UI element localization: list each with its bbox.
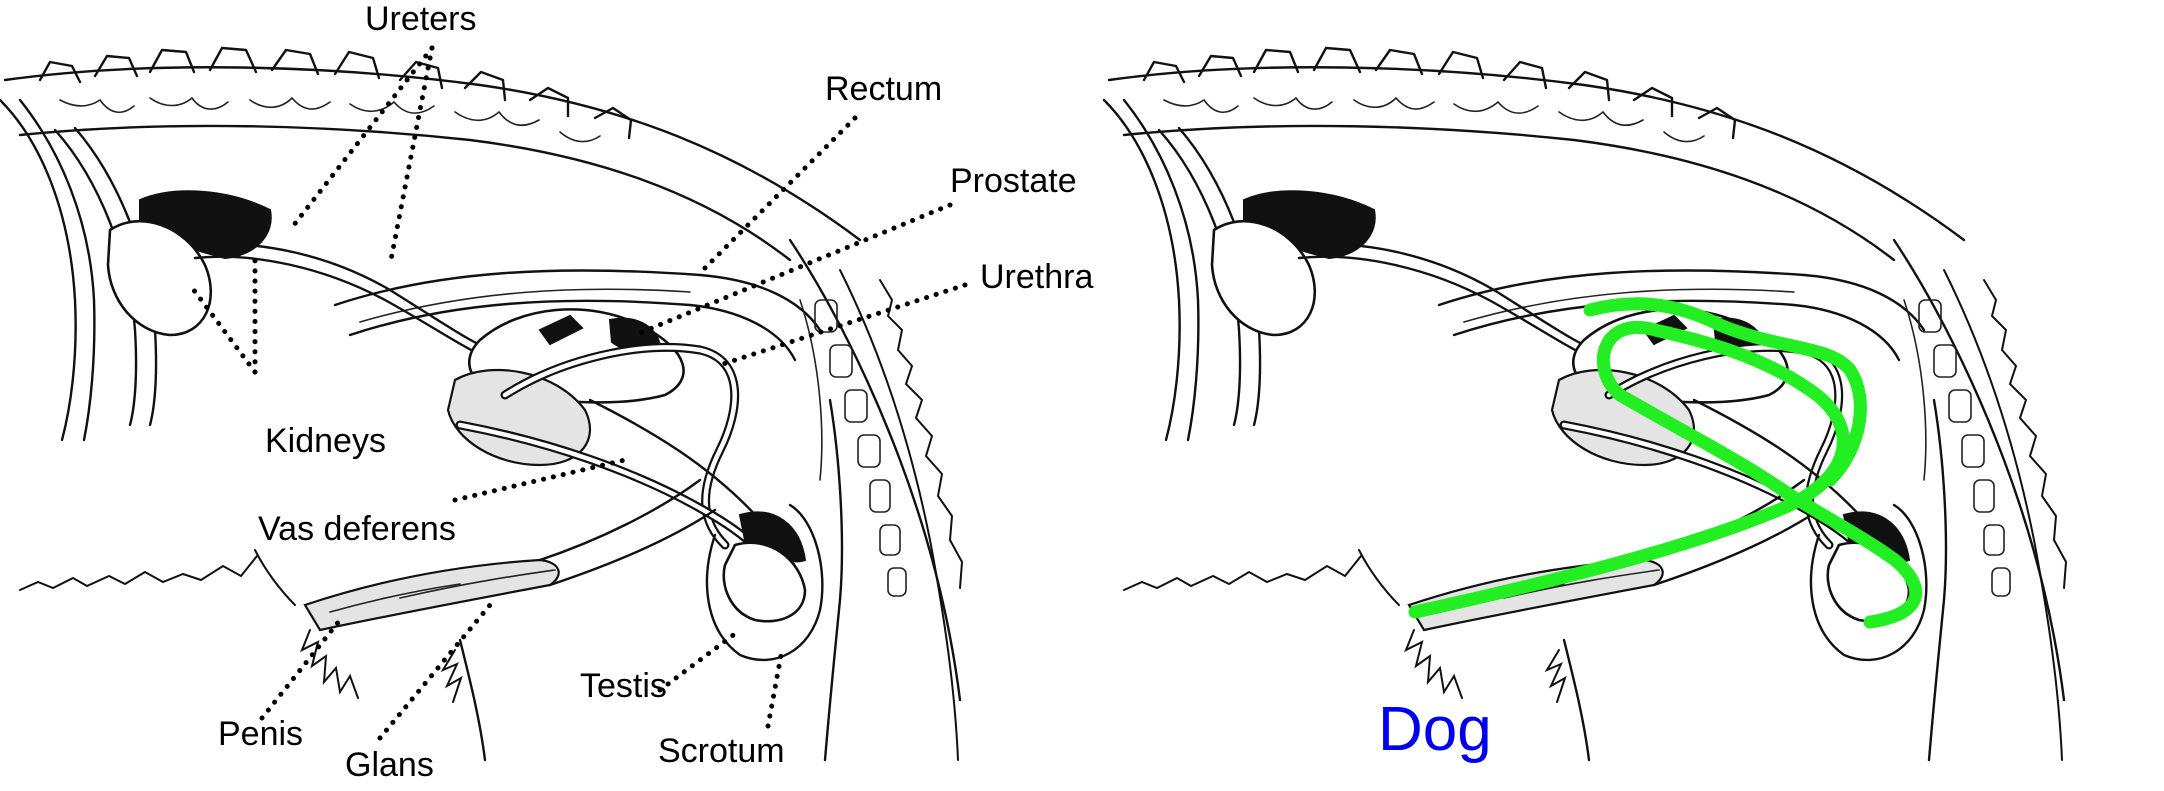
label-urethra: Urethra bbox=[980, 258, 1093, 296]
leader-rectum bbox=[702, 115, 858, 271]
labelled-diagram-panel: Ureters Rectum Prostate Urethra Kidneys … bbox=[0, 0, 1093, 784]
label-kidneys: Kidneys bbox=[265, 422, 386, 460]
label-vas-deferens: Vas deferens bbox=[258, 510, 456, 548]
leader-kidneys-1 bbox=[187, 282, 258, 375]
right-anatomy-drawing bbox=[1104, 48, 2066, 760]
leader-prostate bbox=[632, 202, 953, 338]
label-rectum: Rectum bbox=[825, 70, 942, 108]
label-testis: Testis bbox=[580, 667, 667, 705]
label-ureters: Ureters bbox=[365, 0, 476, 38]
leader-ureters-1 bbox=[287, 45, 435, 233]
traced-diagram-panel: Dog bbox=[1104, 48, 2066, 764]
urinary-tract-trace-line bbox=[1408, 297, 1923, 629]
label-prostate: Prostate bbox=[950, 162, 1077, 200]
label-penis: Penis bbox=[218, 715, 303, 753]
leader-urethra bbox=[717, 282, 968, 368]
species-caption: Dog bbox=[1378, 695, 1492, 764]
leader-glans bbox=[377, 602, 493, 741]
leader-penis bbox=[259, 617, 343, 721]
label-scrotum: Scrotum bbox=[658, 732, 785, 770]
leader-vas-deferens bbox=[452, 457, 628, 503]
leader-ureters-2 bbox=[387, 45, 435, 268]
leader-scrotum bbox=[765, 647, 785, 729]
leader-testis bbox=[657, 627, 743, 693]
label-glans: Glans bbox=[345, 746, 434, 784]
